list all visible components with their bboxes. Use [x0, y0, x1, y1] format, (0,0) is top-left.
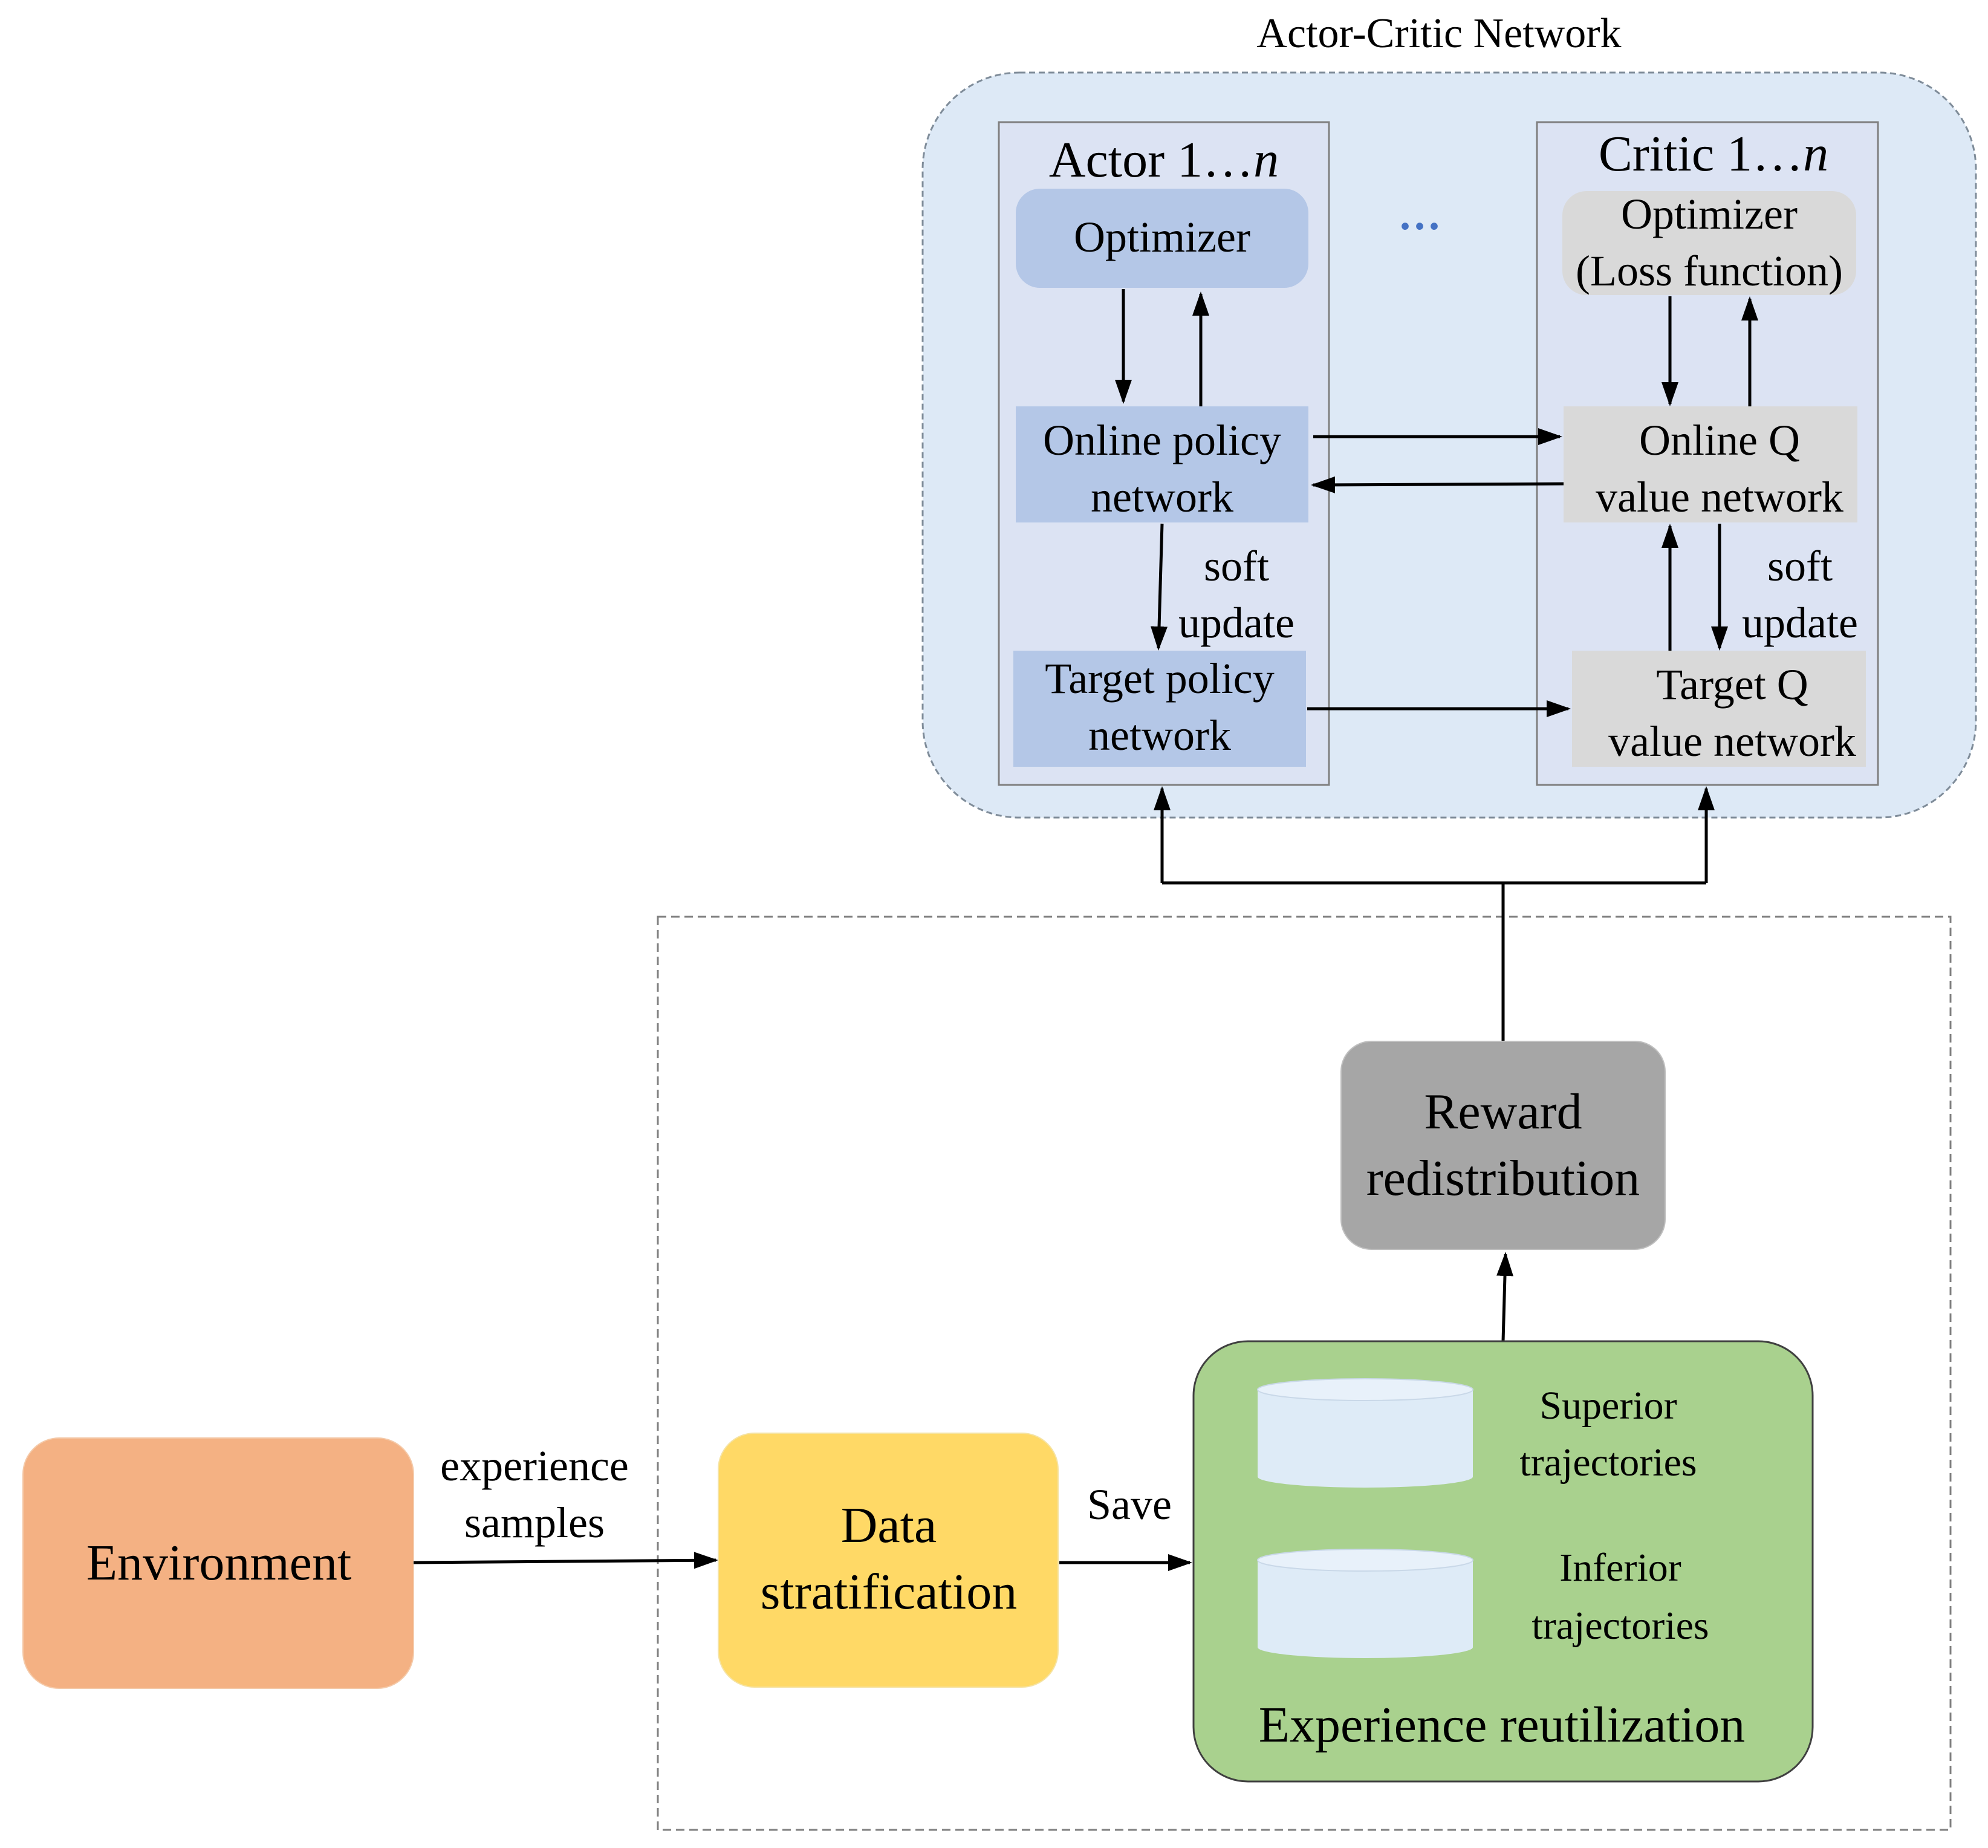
environment-label: Environment — [86, 1535, 352, 1591]
arrow-environment-to-data-stratification — [413, 1552, 718, 1569]
arrow-experience-to-reward — [1496, 1252, 1513, 1342]
critic-optimizer-box — [1562, 191, 1856, 295]
data-stratification-line2: stratification — [761, 1564, 1018, 1620]
diagram-title: Actor-Critic Network — [1256, 10, 1621, 57]
arrow-online-q-to-online-policy — [1311, 476, 1564, 493]
reward-redistribution-box — [1340, 1041, 1666, 1250]
save-label: Save — [1087, 1480, 1172, 1529]
target-q-line2: value network — [1608, 717, 1856, 766]
inferior-line2: trajectories — [1532, 1604, 1709, 1648]
experience-samples-line2: samples — [464, 1498, 605, 1547]
superior-line2: trajectories — [1519, 1440, 1697, 1485]
experience-samples-line1: experience — [440, 1442, 629, 1490]
online-q-value-network-box — [1564, 406, 1857, 522]
online-policy-network-box — [1016, 406, 1308, 522]
superior-line1: Superior — [1539, 1384, 1677, 1428]
superior-trajectories-cylinder — [1257, 1378, 1473, 1488]
environment-box — [22, 1437, 414, 1689]
online-policy-line1: Online policy — [1043, 416, 1281, 464]
actor-label: Actor 1…n — [1049, 132, 1279, 188]
target-q-line1: Target Q — [1656, 660, 1808, 709]
online-q-line1: Online Q — [1639, 416, 1800, 464]
experience-reutilization-label: Experience reutilization — [1259, 1697, 1746, 1753]
arrow-online-to-target-policy — [1151, 523, 1168, 651]
online-q-line2: value network — [1596, 473, 1843, 521]
actor-optimizer-label: Optimizer — [1074, 213, 1250, 261]
target-q-value-network-box — [1572, 651, 1866, 767]
target-policy-network-box — [1013, 651, 1306, 767]
data-stratification-box — [718, 1433, 1059, 1688]
actor-optimizer-box — [1016, 189, 1308, 288]
reward-line1: Reward — [1424, 1084, 1582, 1140]
critic-optimizer-line1: Optimizer — [1621, 190, 1798, 238]
online-policy-line2: network — [1091, 473, 1233, 521]
target-policy-line1: Target policy — [1045, 654, 1275, 703]
inferior-trajectories-cylinder — [1257, 1549, 1473, 1658]
actor-soft-update-line2: update — [1178, 599, 1294, 647]
ellipsis-more-agents: ··· — [1398, 202, 1441, 250]
critic-soft-update-line1: soft — [1767, 542, 1833, 590]
critic-optimizer-line2: (Loss function) — [1576, 247, 1843, 295]
critic-label: Critic 1…n — [1599, 126, 1828, 182]
actor-soft-update-line1: soft — [1204, 542, 1269, 590]
reward-line2: redistribution — [1366, 1150, 1640, 1206]
target-policy-line2: network — [1088, 711, 1231, 760]
experience-processing-region — [657, 916, 1952, 1831]
inferior-line1: Inferior — [1559, 1546, 1681, 1590]
critic-soft-update-line2: update — [1742, 599, 1858, 647]
data-stratification-line1: Data — [841, 1497, 937, 1554]
